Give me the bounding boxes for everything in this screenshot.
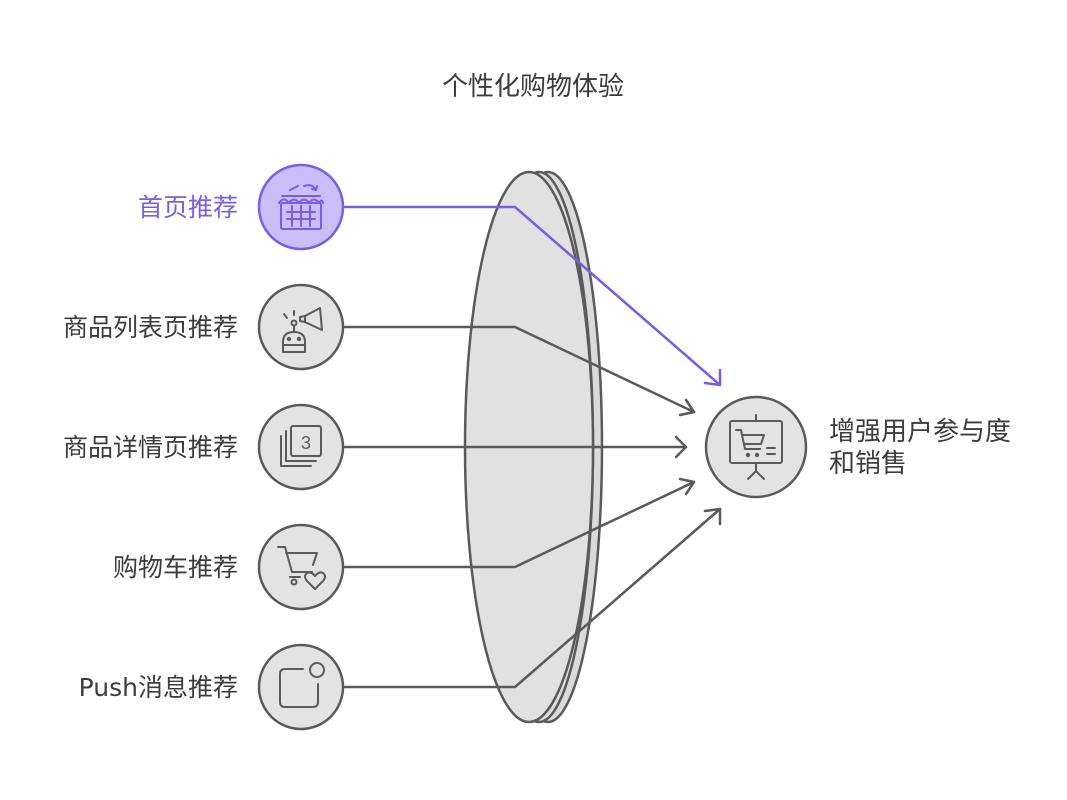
output-label-line1: 增强用户参与度 (829, 417, 1011, 447)
source-node-push (257, 643, 345, 731)
source-label-list-page: 商品列表页推荐 (63, 313, 238, 342)
connector-homepage (343, 205, 722, 387)
connectors (343, 205, 722, 689)
source-label-cart: 购物车推荐 (113, 553, 238, 582)
source-node-detail-page: 3 (257, 403, 345, 491)
source-node-homepage (257, 163, 345, 251)
source-node-list-page (257, 283, 345, 371)
cart-heart-icon (277, 546, 326, 590)
storefront-icon (278, 184, 324, 230)
cart-presentation-icon (729, 414, 783, 480)
arrowhead-homepage (703, 368, 722, 387)
notification-icon (279, 662, 325, 708)
source-node-cart (257, 523, 345, 611)
output-label-line2: 和销售 (829, 449, 907, 479)
connector-cart (343, 480, 696, 569)
source-label-homepage: 首页推荐 (138, 193, 238, 222)
detail-card-number: 3 (301, 433, 311, 453)
arrowhead-cart (678, 477, 696, 496)
source-label-detail-page: 商品详情页推荐 (63, 433, 238, 462)
stacked-cards-icon (280, 425, 322, 467)
robot-megaphone-icon (282, 307, 323, 353)
output-node (704, 395, 808, 499)
source-label-push: Push消息推荐 (79, 673, 238, 702)
arrowhead-push (703, 507, 722, 526)
connector-push (343, 507, 722, 689)
arrowheads (674, 368, 722, 526)
arrowhead-detail-page (674, 435, 688, 459)
diagram-title: 个性化购物体验 (442, 72, 624, 102)
arrowhead-list-page (678, 398, 696, 417)
connector-list-page (343, 325, 696, 414)
